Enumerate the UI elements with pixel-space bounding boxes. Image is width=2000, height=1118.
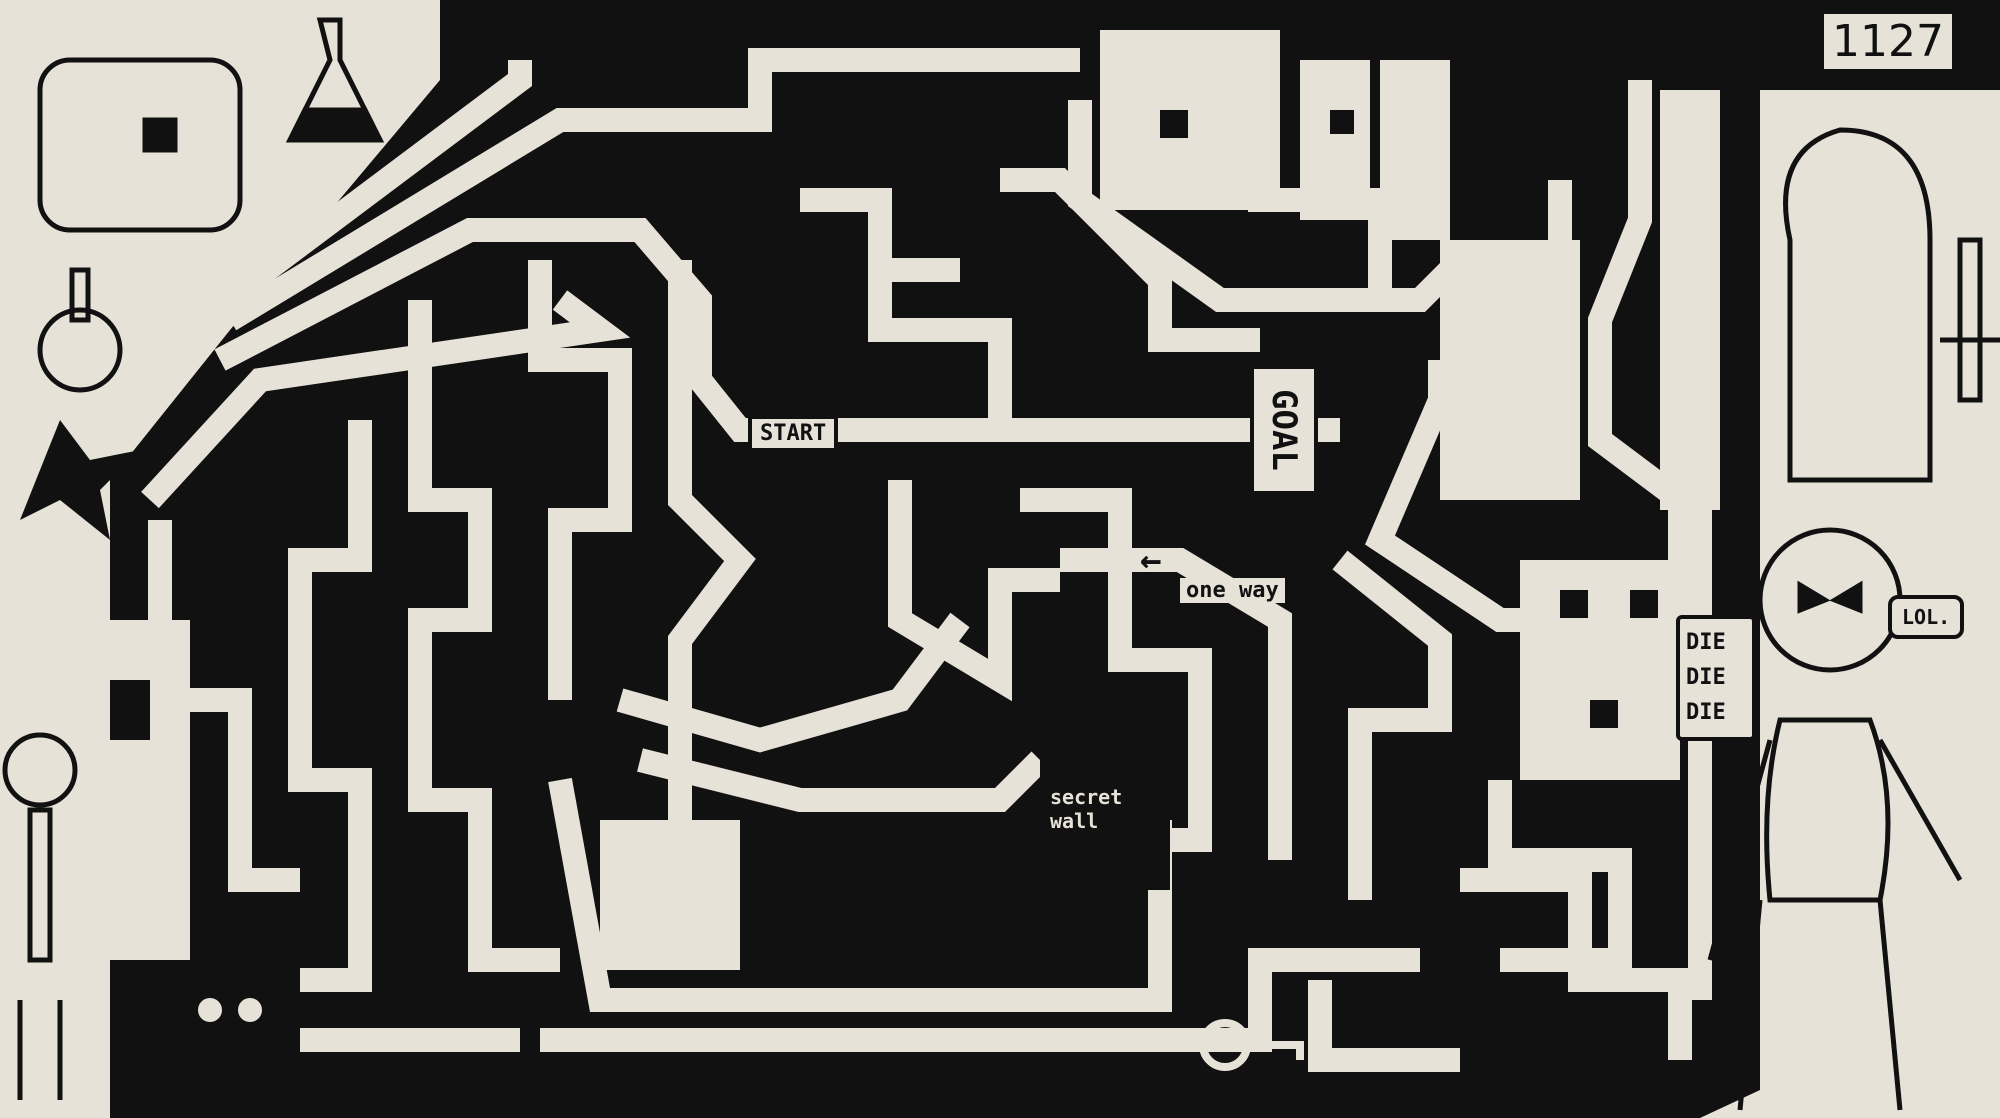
round-potion-icon xyxy=(37,267,123,393)
start-label: START xyxy=(748,415,839,452)
sword-icon xyxy=(1940,237,2000,403)
skull-icon xyxy=(175,970,285,1070)
one-way-label: one way xyxy=(1180,578,1285,603)
key-icon xyxy=(1199,1019,1304,1071)
treasure-chest-icon xyxy=(37,57,243,233)
skull-speech-bubble: LOL. xyxy=(1888,595,1965,639)
mace-icon xyxy=(2,732,78,963)
secret-wall-label: secret wall xyxy=(1050,785,1123,833)
potion-flask-icon xyxy=(285,17,385,143)
hooded-figure-icon xyxy=(1783,127,1933,483)
goal-label: GOAL xyxy=(1250,365,1318,495)
shuriken-icon xyxy=(20,420,140,540)
lock-note-left: → OΠ xyxy=(800,95,858,123)
page-number: 1127 xyxy=(1820,10,1956,73)
skeleton-speech-bubble: DIE DIE DIE xyxy=(1676,615,1756,741)
room-windows xyxy=(110,110,1658,740)
bones-icon xyxy=(17,989,143,1101)
lock-note-right: ΠO ← xyxy=(1475,65,1528,90)
one-way-arrow-icon: ← xyxy=(1140,540,1162,581)
window-label: Window xyxy=(822,900,895,924)
skeleton-icon xyxy=(1707,527,1963,1111)
